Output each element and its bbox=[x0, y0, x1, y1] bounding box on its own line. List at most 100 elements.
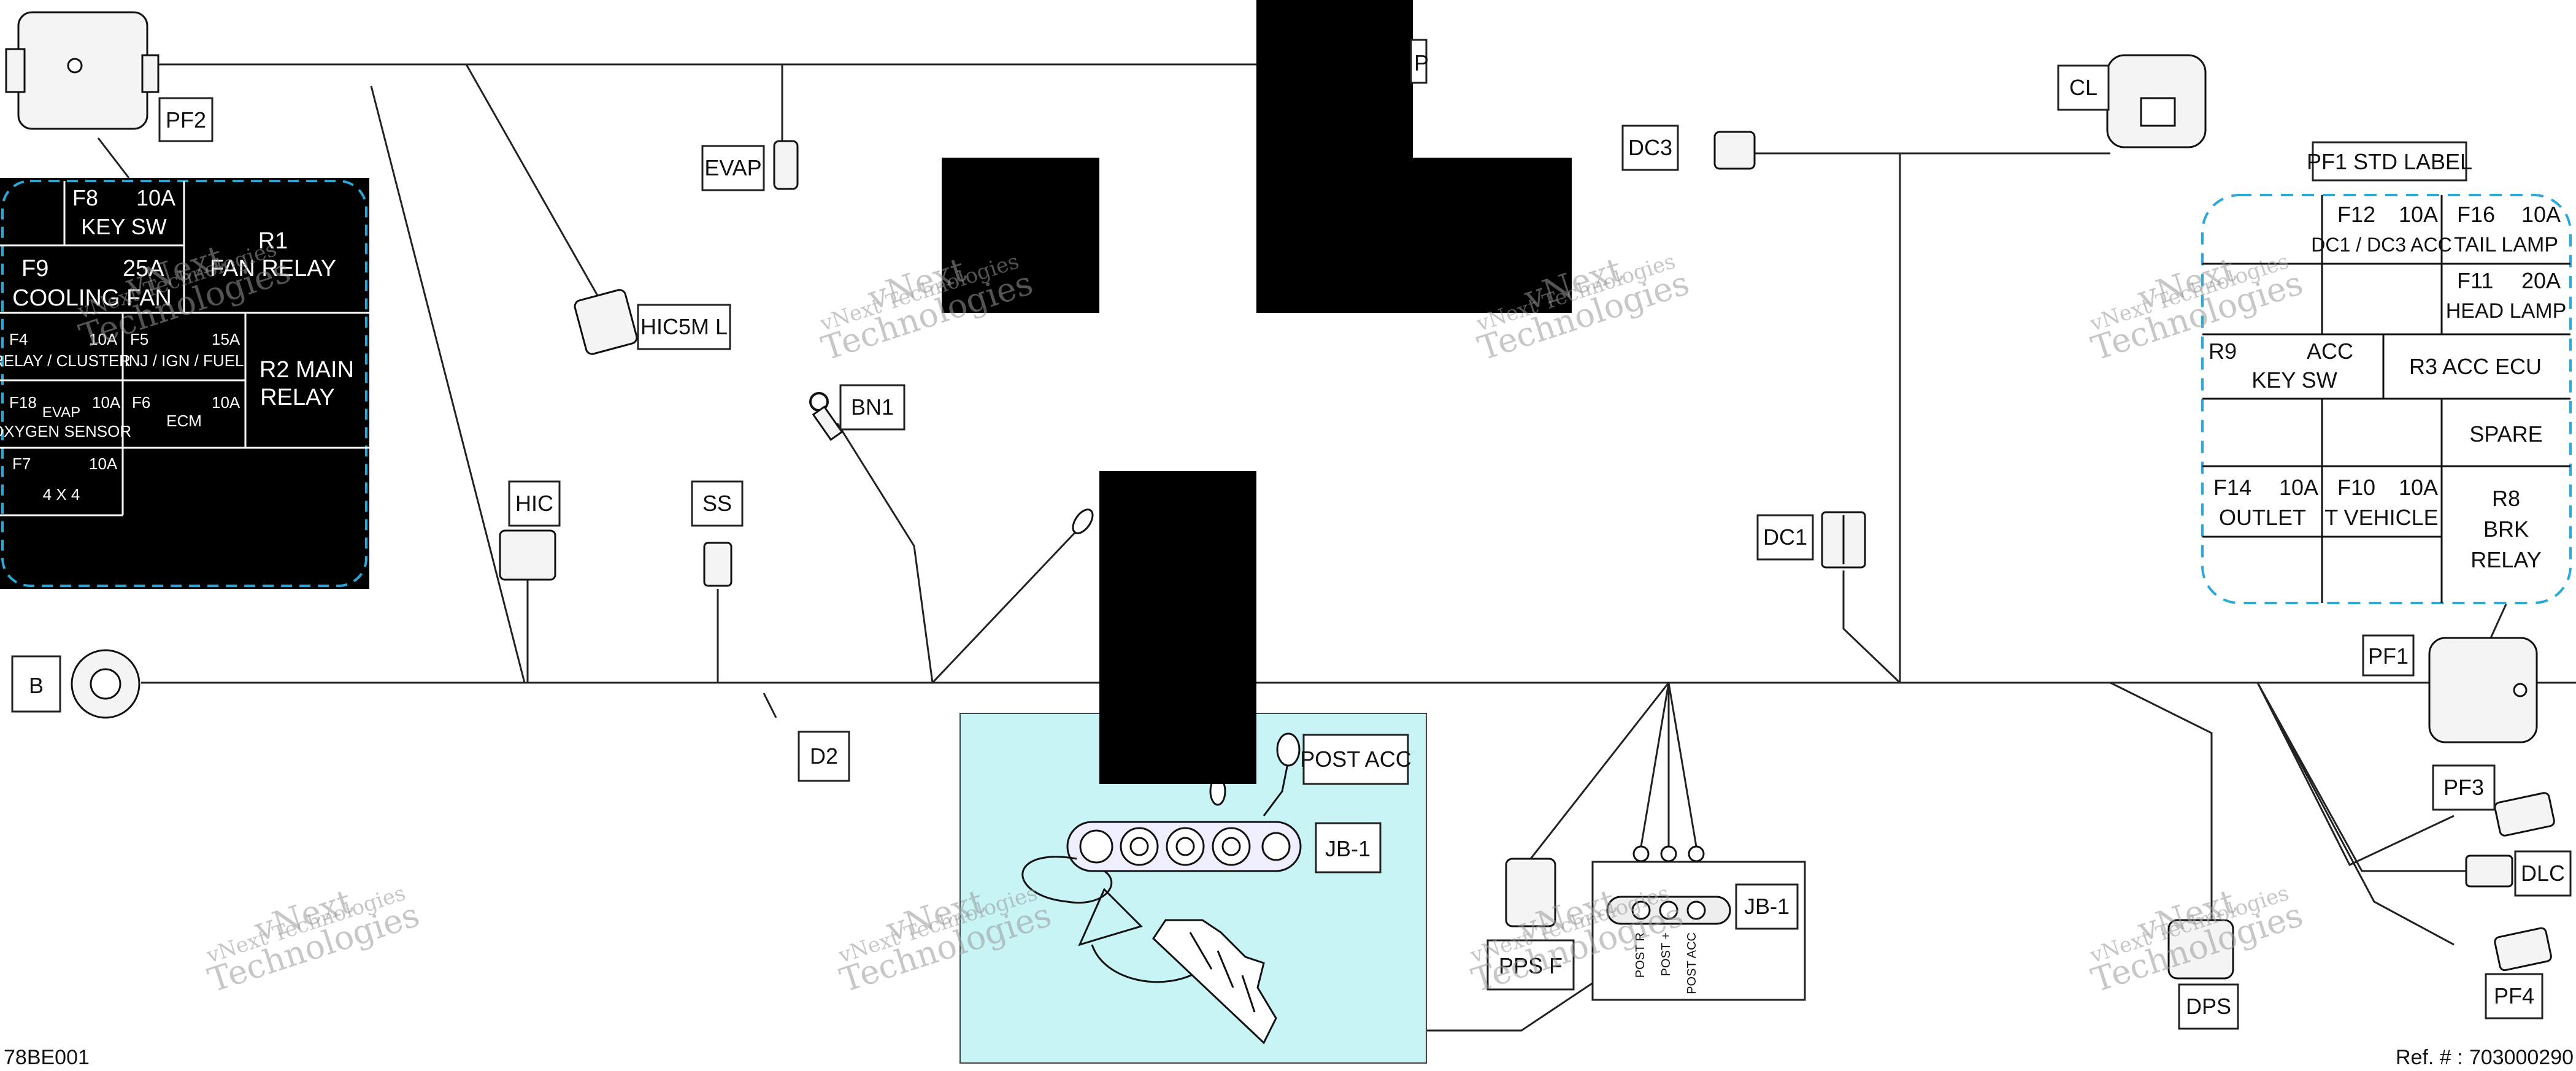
pf2-connector-pin bbox=[67, 58, 83, 74]
pf2-f5: F5 bbox=[130, 330, 148, 348]
pf4-label-box bbox=[2485, 973, 2543, 1019]
bn1-connector: BN1 bbox=[809, 384, 905, 441]
dps-label-box bbox=[2178, 983, 2239, 1030]
pf1-f11-amp: 20A bbox=[2521, 268, 2561, 293]
partial-label-box bbox=[1410, 39, 1428, 84]
redaction-block bbox=[1256, 0, 1413, 313]
pf1-connector-body bbox=[2428, 637, 2538, 743]
redaction-block bbox=[1099, 471, 1256, 784]
pf1-f10-name: T VEHICLE bbox=[2324, 505, 2438, 530]
hic5m-l-connector: HIC5M L bbox=[574, 289, 731, 355]
pf2-f18-amp: 10A bbox=[92, 393, 121, 412]
pf1-f12-amp: 10A bbox=[2399, 202, 2438, 227]
pf1-r8-name1: BRK bbox=[2483, 516, 2529, 542]
jb1-small-label-box bbox=[1735, 883, 1799, 930]
evap-label: EVAP bbox=[704, 155, 761, 180]
pf1-fuse-box: PF1 STD LABEL F12 10A DC1 / DC3 ACC F16 … bbox=[2201, 141, 2572, 604]
pf1-std-label: PF1 STD LABEL bbox=[2307, 149, 2472, 174]
d2-label: D2 bbox=[810, 743, 838, 769]
pf2-f4: F4 bbox=[9, 330, 28, 348]
pf2-f18: F18 bbox=[9, 393, 37, 412]
jb1-small-label: JB-1 bbox=[1744, 894, 1790, 919]
jb1-small-stud bbox=[1686, 900, 1706, 920]
pf2-r1-name: FAN RELAY bbox=[210, 256, 336, 282]
ss-connector-body bbox=[703, 542, 732, 587]
pf2-r2: R2 MAIN bbox=[260, 357, 354, 383]
wire-hic5m bbox=[465, 64, 609, 313]
jb1-post-plus: POST + bbox=[1659, 932, 1673, 976]
pf4-connector: PF4 bbox=[2485, 927, 2552, 1019]
ss-label: SS bbox=[702, 491, 732, 516]
junction-block-drawing bbox=[1021, 732, 1302, 1045]
bn1-label: BN1 bbox=[851, 394, 894, 420]
redaction-blocks bbox=[942, 0, 1572, 784]
hic5m-connector-body bbox=[574, 289, 638, 355]
pf2-f5-amp: 15A bbox=[212, 330, 240, 348]
ref-number: 703000290 bbox=[2469, 1046, 2574, 1069]
wire-dc1 bbox=[1842, 570, 1901, 684]
pf2-f4-amp: 10A bbox=[89, 330, 118, 348]
pf3-label-box bbox=[2432, 764, 2496, 811]
pf2-pointer bbox=[97, 137, 130, 178]
pf2-f8-name: KEY SW bbox=[81, 214, 166, 239]
post-acc-label: POST ACC bbox=[1300, 747, 1411, 772]
jb1-small-stud bbox=[1631, 900, 1651, 920]
pf1-f14: F14 bbox=[2213, 475, 2251, 500]
pf2-r2-name: RELAY bbox=[260, 385, 335, 410]
evap-connector: EVAP bbox=[701, 140, 799, 191]
dc3-connector: DC3 bbox=[1621, 125, 1756, 171]
cl-label-box bbox=[2057, 64, 2110, 111]
cl-label: CL bbox=[2069, 75, 2097, 100]
dc3-label: DC3 bbox=[1628, 135, 1672, 160]
pf2-f5-name: INJ / IGN / FUEL bbox=[124, 351, 244, 370]
pf2-f7: F7 bbox=[12, 455, 31, 473]
bn1-terminal-barrel bbox=[812, 405, 844, 441]
pf3-connector-body bbox=[2494, 792, 2555, 837]
pf1-f12: F12 bbox=[2337, 202, 2375, 227]
pf1-f16-name: TAIL LAMP bbox=[2454, 233, 2558, 256]
dps-connector: DPS bbox=[2167, 919, 2239, 1030]
evap-connector-body bbox=[773, 140, 799, 190]
pf2-f9-name: COOLING FAN bbox=[12, 285, 172, 311]
pps-label-box bbox=[1486, 939, 1575, 991]
pf1-connector-pin bbox=[2513, 683, 2528, 697]
jb1-label: JB-1 bbox=[1325, 836, 1371, 861]
dlc-connector: DLC bbox=[2465, 850, 2572, 897]
hic5m-label: HIC5M L bbox=[640, 314, 728, 339]
dlc-connector-body bbox=[2465, 854, 2513, 888]
wire-jb1-a bbox=[1640, 682, 1670, 847]
d2-label-box bbox=[798, 731, 850, 782]
ring-branch-terminal bbox=[1072, 509, 1094, 534]
pf1-spare: SPARE bbox=[2469, 421, 2542, 447]
pf2-label-box bbox=[158, 97, 213, 142]
pf1-f11: F11 bbox=[2457, 268, 2493, 293]
footer: 78BE001 Ref. # : 703000290 bbox=[4, 1046, 2574, 1069]
drawing-code: 78BE001 bbox=[4, 1046, 90, 1069]
jb1-small-stud bbox=[1659, 900, 1678, 920]
pf2-r1: R1 bbox=[258, 228, 288, 254]
pf1-f16-amp: 10A bbox=[2521, 202, 2561, 227]
dc1-connector: DC1 bbox=[1756, 511, 1866, 569]
pf1-label-box bbox=[2362, 634, 2415, 677]
pf2-f7-amp: 10A bbox=[89, 455, 118, 473]
hic-connector: HIC bbox=[499, 480, 561, 581]
pf3-label: PF3 bbox=[2443, 775, 2484, 800]
wire-bn1 bbox=[836, 423, 934, 683]
dps-connector-body bbox=[2167, 919, 2234, 980]
dc1-label-box bbox=[1756, 514, 1814, 561]
d2-connector: D2 bbox=[798, 731, 850, 782]
pf1-r8-name2: RELAY bbox=[2470, 547, 2541, 572]
pf2-f8-amp: 10A bbox=[136, 185, 175, 210]
ref-label: Ref. # : bbox=[2396, 1046, 2463, 1069]
jb1-small-inset: POST R POST + POST ACC JB-1 bbox=[1591, 845, 1806, 1001]
b-connector-hub bbox=[90, 668, 121, 700]
jb1-post-ring bbox=[1688, 845, 1705, 862]
wires bbox=[97, 63, 2576, 1032]
dps-label: DPS bbox=[2186, 994, 2231, 1019]
b-label-box bbox=[11, 655, 61, 713]
pf1-f10: F10 bbox=[2337, 475, 2375, 500]
jb1-post-acc: POST ACC bbox=[1685, 932, 1699, 994]
partial-p-label: P bbox=[1410, 39, 1429, 84]
pf2-connector-body bbox=[17, 11, 148, 130]
pf1-r9-type: ACC bbox=[2307, 339, 2353, 364]
